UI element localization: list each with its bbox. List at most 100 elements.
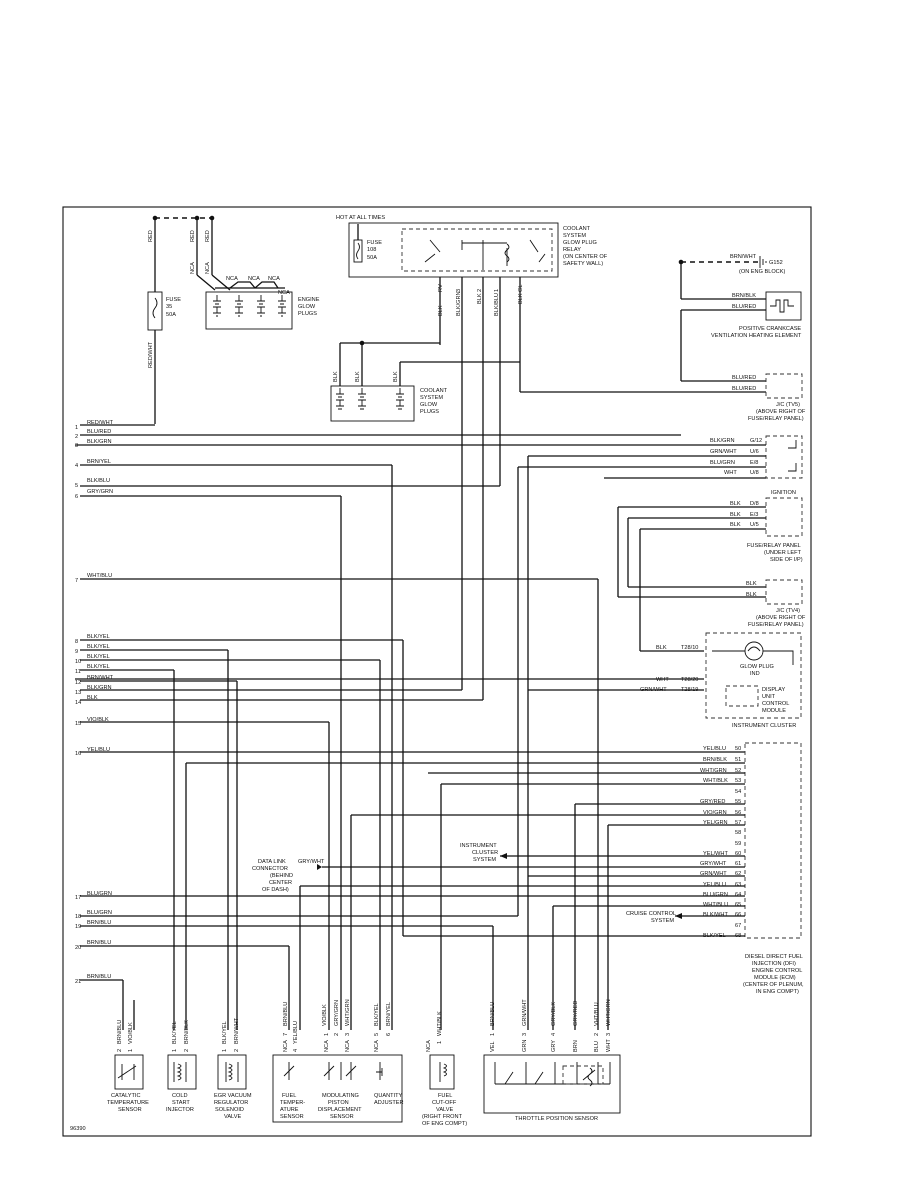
sensors-3-pins-0-pin-label: 7: [283, 1033, 289, 1036]
engine-glow-label: ENGINE: [298, 297, 320, 303]
relay-lines-2-label: GLOW PLUG: [563, 240, 597, 246]
egr-vacuum-valve: [217, 1054, 247, 1090]
sensors-3-pins-2-wire-label: YEL/BLU: [293, 1021, 299, 1044]
sensors-2-pins-0-pin-label: 1: [222, 1049, 228, 1052]
right-upper-components: BRN/WHT G152 (ON ENG BLOCK) BRN/BLK BLU/…: [75, 254, 806, 729]
path-wire: [495, 1071, 610, 1085]
top_wires-nca_row-0-label: NCA: [226, 276, 238, 282]
engine_glow-lines-1-label: GLOW: [298, 304, 316, 310]
coolant-glow-plugs-box: [330, 385, 415, 422]
fuse_top-line3-label: 50A: [367, 255, 377, 261]
top_wires-nca_row-1-label: NCA: [248, 276, 260, 282]
ecm-lines-2-label: ENGINE CONTROL: [752, 968, 802, 974]
relay-box: [401, 228, 553, 272]
crankcase-label: POSITIVE CRANKCASE: [739, 326, 801, 332]
left_rows-0-num-label: 1: [75, 425, 78, 431]
fuse_relay_panel-lines-2-label: SIDE OF I/P): [770, 557, 803, 563]
relay_wires-2-wire-label: BLK: [477, 293, 483, 304]
rect-wire: [348, 222, 559, 278]
ground-id: G152: [769, 260, 783, 266]
ecm_pins-16-wire-label: BLK/WHT: [703, 912, 728, 918]
sensors-1-label-2-label: INJECTOR: [166, 1107, 194, 1113]
sensors-6-pins-0-wire-label: NCA: [426, 1040, 432, 1052]
sensors-3-label-1-label: TEMPER-: [280, 1100, 305, 1106]
sensors-6-label-0-label: FUEL: [438, 1093, 452, 1099]
right_top_wires-fuse_panel-2-wire-label: BLU/GRN: [710, 460, 735, 466]
display-unit-label: DISPLAY: [762, 687, 785, 693]
ecm_pins-5-num-label: 55: [735, 799, 741, 805]
sensors-6-label-1-label: CUT-OFF: [432, 1100, 457, 1106]
sensors-7-pins-10-pin-label: 3: [606, 1033, 612, 1036]
glow_plug_ind-line2-label: IND: [750, 671, 760, 677]
ecm_pins-8-num-label: 58: [735, 830, 741, 836]
sensors-6-pins-1-wire-label: WHT/BLK: [437, 1011, 443, 1036]
ecm_pins-17-num-label: 67: [735, 923, 741, 929]
ecm_pins-2-num-label: 52: [735, 768, 741, 774]
ignition-label: IGNITION: [771, 490, 796, 496]
engine-glow-plug-section: RED RED RED NCA NCA NCA NCA NCA NCA ENGI…: [147, 215, 320, 424]
right_top_wires-fuse_panel2-2-pin-label: U/5: [750, 522, 759, 528]
sensors-7-pins-4-pin-label: 4: [551, 1033, 557, 1036]
sensors-5-pins-0-pin-label: 5: [374, 1033, 380, 1036]
display_unit-lines-3-label: MODULE: [762, 708, 786, 714]
left_rows-12-wire-label: BLK/GRN: [87, 685, 112, 691]
left_rows-9-wire-label: BLK/YEL: [87, 654, 110, 660]
right_top_wires-crank-1-label: BLU/RED: [732, 304, 756, 310]
relay_wires-4-pin-label: GL: [518, 285, 524, 292]
left_rows-8-num-label: 9: [75, 649, 78, 655]
catalytic-temp-sensor: [114, 1054, 144, 1090]
path-wire: [257, 295, 265, 317]
ecm_pins-6-num-label: 56: [735, 810, 741, 816]
sensors-4-pins-0-pin-label: 1: [324, 1033, 330, 1036]
left_rows-11-num-label: 12: [75, 680, 81, 686]
sensors-3-label-0-label: FUEL: [282, 1093, 296, 1099]
ecm_pins-14-num-label: 64: [735, 892, 741, 898]
injection-pump-box: [272, 1054, 403, 1123]
left_rows-4-wire-label: BLK/BLU: [87, 478, 110, 484]
left_rows-6-wire-label: WHT/BLU: [87, 573, 112, 579]
jc_tv5-lines-2-label: FUSE/RELAY PANEL): [748, 416, 804, 422]
cruise_control_system-lines-1-label: SYSTEM: [651, 918, 674, 924]
left_rows-18-wire-label: BRN/BLU: [87, 920, 111, 926]
ecm_pins-7-wire-label: YEL/GRN: [703, 820, 728, 826]
data_link-lines-1-label: CONNECTOR: [252, 866, 288, 872]
path-wire: [213, 295, 221, 317]
instrument_cluster_system-lines-2-label: SYSTEM: [473, 857, 496, 863]
left_rows-3-num-label: 4: [75, 463, 78, 469]
sensors-7-pins-7-wire-label: GRY/RED: [573, 1001, 579, 1026]
left_rows-15-wire-label: YEL/BLU: [87, 747, 110, 753]
top_wires-red_wht-label: RED/WHT: [148, 341, 154, 368]
instrument_cluster_system-lines-1-label: CLUSTER: [472, 850, 498, 856]
data_link-lines-2-label: (BEHIND: [270, 873, 293, 879]
right_top_wires-cluster-0-pin-label: T28/10: [681, 645, 698, 651]
left_rows-19-num-label: 20: [75, 945, 81, 951]
top_wires-red1-label: RED: [148, 230, 154, 242]
relay-label: COOLANT: [563, 226, 591, 232]
data_link-lines-4-label: OF DASH): [262, 887, 289, 893]
path-wire: [235, 295, 243, 317]
hot-at-all-times-label: HOT AT ALL TIMES: [336, 215, 385, 221]
path-wire: [462, 242, 510, 263]
left_rows-7-wire-label: BLK/YEL: [87, 634, 110, 640]
top_wires-red3-label: RED: [205, 230, 211, 242]
ecm_pins-2-wire-label: WHT/GRN: [700, 768, 727, 774]
right_top_wires-crank-0-label: BRN/BLK: [732, 293, 756, 299]
right_top_wires-fuse_panel2-1-pin-label: E/3: [750, 512, 758, 518]
left_rows-7-num-label: 8: [75, 639, 78, 645]
right_top_wires-fuse_panel2-0-wire-label: BLK: [730, 501, 741, 507]
bottom-components: 2 BRN/BLU 1 VIO/BLK CATALYTIC TEMPERATUR…: [107, 999, 621, 1127]
path-wire: [675, 913, 682, 919]
path-wire: [173, 1062, 187, 1082]
left_rows-8-wire-label: BLK/YEL: [87, 644, 110, 650]
ecm_pins-13-num-label: 63: [735, 882, 741, 888]
left_rows-17-num-label: 18: [75, 914, 81, 920]
right_top_wires-cluster-2-pin-label: T28/19: [681, 687, 698, 693]
path-wire: [582, 1067, 596, 1087]
sensors-3-pins-1-wire-label: BRN/BLU: [283, 1002, 289, 1026]
ecm_pins-15-num-label: 65: [735, 902, 741, 908]
ecm_pins-3-num-label: 53: [735, 778, 741, 784]
ecm_pins-0-num-label: 50: [735, 746, 741, 752]
ecm_pins-9-num-label: 59: [735, 841, 741, 847]
sensors-0-pins-0-pin-label: 2: [117, 1049, 123, 1052]
path-wire: [712, 650, 794, 665]
